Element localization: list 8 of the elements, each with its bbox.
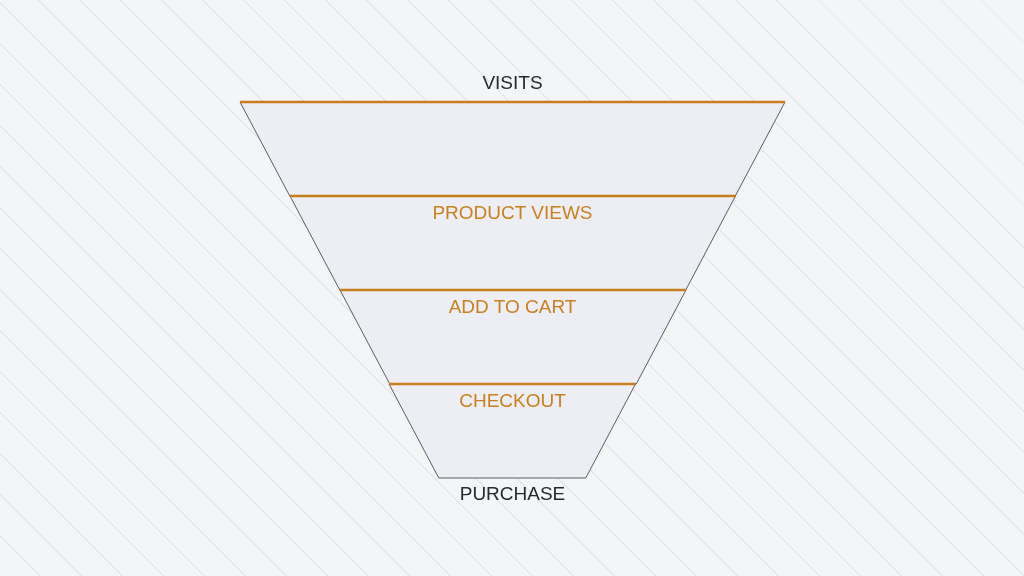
funnel-stage bbox=[339, 290, 686, 384]
stage-label: PURCHASE bbox=[459, 483, 566, 505]
stage-label: VISITS bbox=[481, 72, 544, 94]
stage-label: PRODUCT VIEWS bbox=[431, 202, 594, 224]
funnel-stage bbox=[389, 384, 636, 478]
stage-label: CHECKOUT bbox=[458, 390, 567, 412]
funnel-stage bbox=[289, 196, 736, 290]
stage-label: ADD TO CART bbox=[447, 296, 578, 318]
